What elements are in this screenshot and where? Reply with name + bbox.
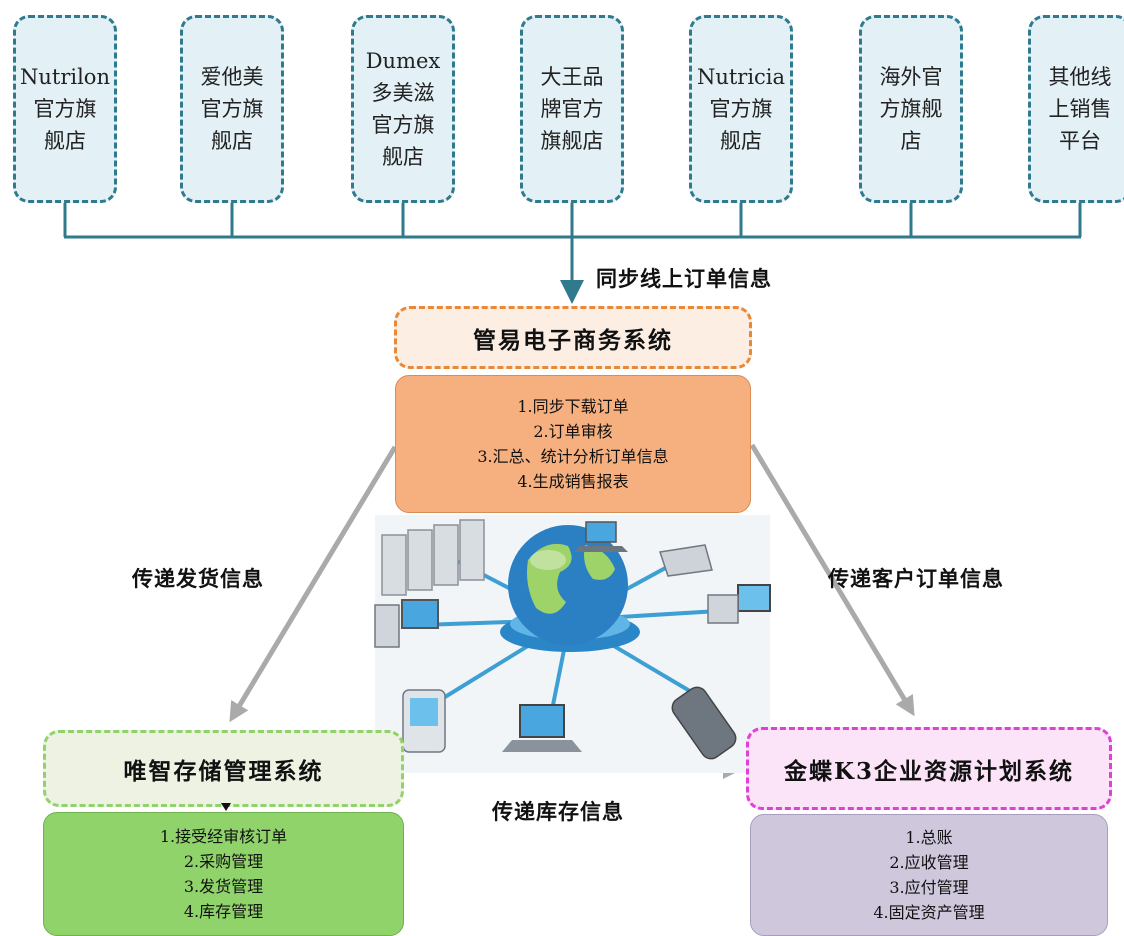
weizhi-item-4: 4.库存管理	[183, 902, 264, 921]
globe-land	[527, 543, 615, 614]
guanyi-item-3: 3.汇总、统计分析订单信息	[477, 447, 669, 466]
label-delivery: 传递发货信息	[132, 566, 264, 591]
store-connectors	[63, 203, 1082, 304]
kingdee-title: 金蝶K3企业资源计划系统	[784, 757, 1074, 785]
weizhi-title-box: 唯智存储管理系统	[43, 730, 404, 807]
mobile-phone-icon	[671, 686, 737, 760]
label-sync-online: 同步线上订单信息	[596, 266, 772, 291]
store-overseas: 海外官方旗舰店	[859, 15, 963, 203]
arrow-guanyi-to-kingdee	[749, 443, 915, 717]
weizhi-item-3: 3.发货管理	[183, 877, 264, 896]
weizhi-list-box: 1.接受经审核订单 2.采购管理 3.发货管理 4.库存管理	[43, 812, 404, 936]
scanner-icon	[659, 544, 713, 577]
label-customer-order: 传递客户订单信息	[828, 566, 1004, 591]
store-daio: 大王品牌官方旗舰店	[520, 15, 624, 203]
store-label-aptamil: 爱他美官方旗舰店	[200, 65, 264, 153]
label-inventory: 传递库存信息	[492, 799, 624, 824]
arrow-guanyi-to-weizhi	[229, 445, 398, 723]
laptop-icon-top	[574, 521, 628, 552]
store-other: 其他线上销售平台	[1028, 15, 1124, 203]
guanyi-item-1: 1.同步下载订单	[517, 397, 629, 416]
guanyi-title-box: 管易电子商务系统	[394, 306, 752, 369]
pda-icon	[402, 689, 446, 753]
desktop-computer-icon	[374, 599, 439, 648]
kingdee-title-box: 金蝶K3企业资源计划系统	[746, 727, 1112, 810]
globe-shine	[530, 550, 566, 570]
store-label-daio: 大王品牌官方旗舰店	[540, 65, 604, 153]
laptop-icon-bottom	[502, 704, 582, 752]
tablet-icon	[707, 584, 771, 624]
kingdee-list-box: 1.总账 2.应收管理 3.应付管理 4.固定资产管理	[750, 814, 1108, 936]
guanyi-item-2: 2.订单审核	[533, 422, 613, 441]
kingdee-item-1: 1.总账	[905, 828, 953, 847]
guanyi-item-4: 4.生成销售报表	[517, 472, 629, 491]
store-aptamil: 爱他美官方旗舰店	[180, 15, 284, 203]
globe-icon	[508, 525, 628, 645]
weizhi-item-1: 1.接受经审核订单	[159, 827, 288, 846]
kingdee-item-3: 3.应付管理	[889, 878, 969, 897]
weizhi-pointer-icon	[221, 803, 231, 811]
guanyi-list-box: 1.同步下载订单 2.订单审核 3.汇总、统计分析订单信息 4.生成销售报表	[395, 375, 751, 513]
store-label-overseas: 海外官方旗舰店	[879, 65, 943, 153]
kingdee-item-4: 4.固定资产管理	[873, 903, 985, 922]
guanyi-title: 管易电子商务系统	[473, 326, 673, 354]
weizhi-item-2: 2.采购管理	[183, 852, 264, 871]
network-illustration	[374, 515, 771, 773]
server-rack-icon	[381, 519, 485, 596]
kingdee-item-2: 2.应收管理	[889, 853, 969, 872]
store-label-other: 其他线上销售平台	[1048, 65, 1112, 153]
weizhi-title: 唯智存储管理系统	[123, 757, 324, 785]
